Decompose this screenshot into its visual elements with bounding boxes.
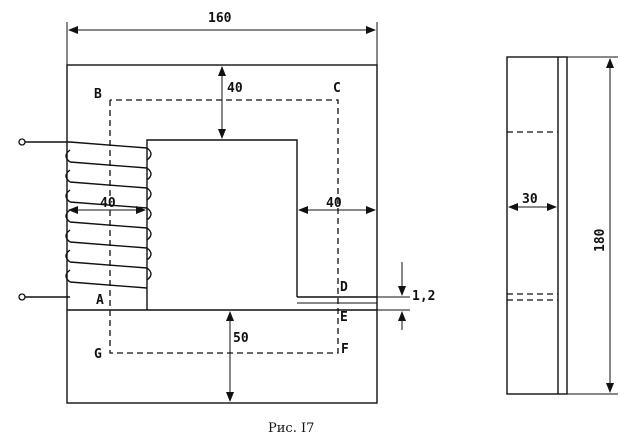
terminal-top: [18, 138, 26, 146]
figure-caption: Рис. I7: [268, 421, 314, 436]
terminal-bottom: [18, 293, 26, 301]
dim-gap-label: 1,2: [412, 289, 435, 304]
dim-width-label: 160: [208, 11, 232, 26]
dim-left-leg-label: 40: [100, 196, 116, 211]
side-view: 30 180: [506, 56, 618, 395]
point-label-g: G: [94, 347, 102, 362]
dim-thickness-label: 30: [522, 192, 538, 207]
point-label-b: B: [94, 87, 102, 102]
point-label-c: C: [333, 81, 341, 96]
dim-top-yoke-label: 40: [227, 81, 243, 96]
core-window-outline: [146, 139, 298, 310]
coil-winding: [18, 138, 152, 301]
dim-bottom-yoke-label: 50: [233, 331, 249, 346]
mean-magnetic-path: [109, 99, 339, 354]
front-view: 160 40 40 40 50 1,2 B C A D E F G: [18, 11, 435, 404]
dim-right-leg-label: 40: [326, 196, 342, 211]
side-view-outline: [506, 56, 568, 395]
point-label-a: A: [96, 293, 104, 308]
point-label-e: E: [340, 310, 348, 325]
point-label-d: D: [340, 280, 348, 295]
point-label-f: F: [341, 342, 349, 357]
dim-height-label: 180: [593, 228, 608, 252]
